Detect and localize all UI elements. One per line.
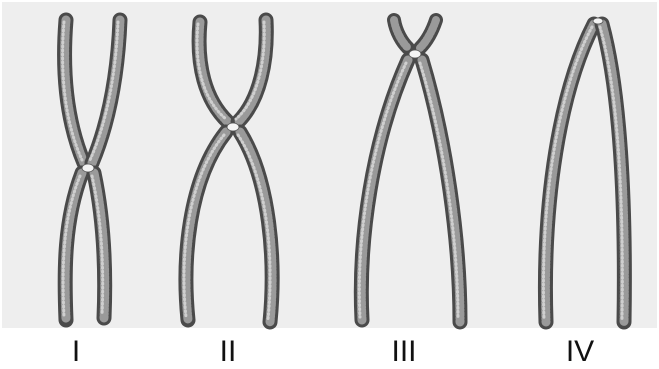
label-type-iv: IV [550,337,610,367]
chromosome-1-centromere [82,164,94,172]
label-type-i: I [46,337,106,367]
label-type-ii: II [198,337,258,367]
chromosome-2-centromere [227,123,239,131]
chromosome-3-centromere [409,50,421,58]
chromosome-4-centromere [593,18,603,24]
label-type-iii: III [374,337,434,367]
